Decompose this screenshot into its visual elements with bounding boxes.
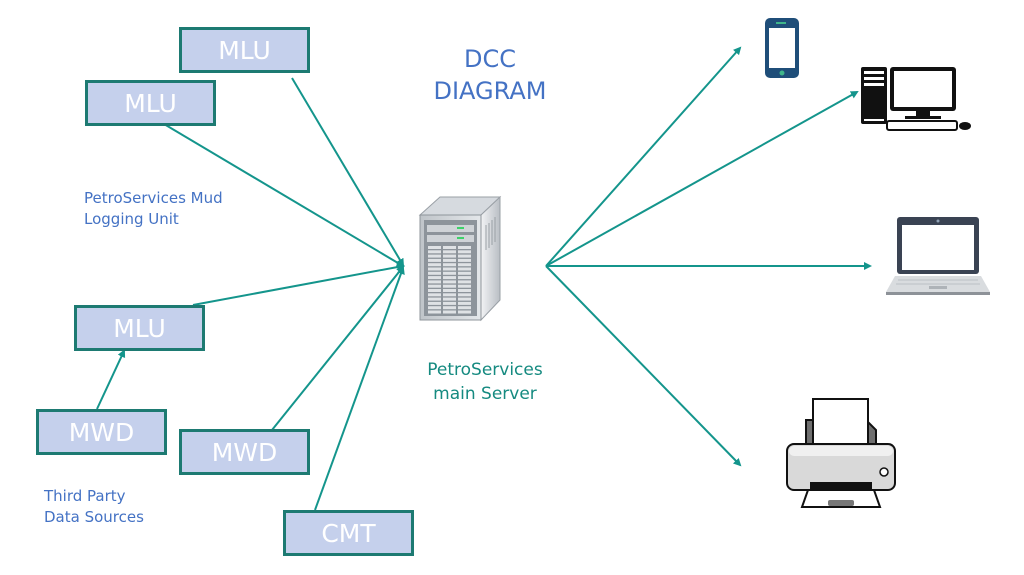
- node-label: MLU: [218, 35, 271, 65]
- printer-icon: [786, 398, 896, 508]
- smartphone-icon: [765, 18, 799, 78]
- node-label: CMT: [321, 518, 376, 548]
- drive-bay: [443, 289, 456, 292]
- drive-bay: [458, 258, 471, 262]
- drive-bay: [428, 254, 441, 258]
- drive-bay: [428, 263, 441, 267]
- drive-bay: [428, 258, 441, 262]
- source-node-mwd-1[interactable]: MWD: [36, 409, 167, 455]
- drive-bay: [428, 280, 441, 284]
- drive-bay: [443, 276, 456, 280]
- drive-bay: [428, 297, 441, 301]
- drive-bay: [443, 293, 456, 297]
- connector-mwd1-mlu3: [96, 349, 126, 410]
- drive-bay: [458, 297, 471, 301]
- source-node-mlu-1[interactable]: MLU: [179, 27, 310, 73]
- label-line-2: Logging Unit: [84, 210, 179, 228]
- drive-bay: [428, 246, 441, 249]
- drive-bay: [443, 310, 456, 314]
- drive-bay: [443, 263, 456, 267]
- drive-bay: [458, 293, 471, 297]
- drive-bay: [443, 267, 456, 271]
- connector-cmt-server: [314, 266, 405, 511]
- drive-bay: [458, 276, 471, 280]
- drive-bay: [458, 246, 471, 249]
- drive-bay: [458, 310, 471, 314]
- drive-bay: [443, 258, 456, 262]
- drive-bay: [458, 267, 471, 271]
- node-label: MLU: [124, 88, 177, 118]
- drive-bay: [428, 284, 441, 288]
- connector-mlu3-server: [192, 263, 405, 306]
- source-node-mlu-3[interactable]: MLU: [74, 305, 205, 351]
- drive-bay: [428, 289, 441, 292]
- server-icon: [418, 195, 502, 322]
- drive-bay: [443, 306, 456, 310]
- drive-bay: [443, 250, 456, 254]
- server-label-line-1: PetroServices: [427, 360, 543, 380]
- mud-logging-group-label: PetroServices Mud Logging Unit: [84, 188, 223, 230]
- drive-bay: [458, 271, 471, 275]
- drive-bay: [443, 297, 456, 301]
- label-line-2: Data Sources: [44, 508, 144, 526]
- third-party-group-label: Third Party Data Sources: [44, 486, 144, 528]
- drive-bay: [458, 254, 471, 258]
- drive-bay: [458, 280, 471, 284]
- drive-bay: [443, 254, 456, 258]
- server-label-line-2: main Server: [433, 384, 537, 404]
- drive-bay: [458, 306, 471, 310]
- drive-bay: [428, 293, 441, 297]
- source-node-cmt[interactable]: CMT: [283, 510, 414, 556]
- drive-bay: [428, 271, 441, 275]
- connector-server-printer: [545, 265, 742, 467]
- label-line-1: PetroServices Mud: [84, 189, 223, 207]
- label-line-1: Third Party: [44, 487, 126, 505]
- drive-bay: [458, 289, 471, 292]
- drive-bay: [428, 310, 441, 314]
- connector-server-phone: [545, 46, 742, 267]
- drive-bay: [458, 284, 471, 288]
- connector-server-desktop: [545, 91, 859, 267]
- node-label: MWD: [211, 437, 278, 467]
- source-node-mlu-2[interactable]: MLU: [85, 80, 216, 126]
- server-label: PetroServices main Server: [410, 358, 560, 406]
- drive-bay: [428, 250, 441, 254]
- drive-bay: [443, 246, 456, 249]
- title-line-1: DCC: [464, 45, 516, 73]
- connector-mwd2-server: [271, 265, 405, 431]
- title-line-2: DIAGRAM: [433, 77, 547, 105]
- diagram-title: DCC DIAGRAM: [425, 43, 555, 107]
- connector-mlu1-server: [291, 77, 405, 267]
- drive-bay: [443, 280, 456, 284]
- node-label: MWD: [68, 417, 135, 447]
- connector-mlu2-server: [163, 123, 405, 268]
- drive-bay: [428, 276, 441, 280]
- drive-bay: [428, 267, 441, 271]
- drive-bay: [443, 301, 456, 305]
- drive-bay: [443, 284, 456, 288]
- drive-bay: [458, 263, 471, 267]
- node-label: MLU: [113, 313, 166, 343]
- drive-bay: [458, 250, 471, 254]
- desktop-computer-icon: [861, 67, 971, 131]
- drive-bay: [443, 271, 456, 275]
- source-node-mwd-2[interactable]: MWD: [179, 429, 310, 475]
- drive-bay: [428, 306, 441, 310]
- laptop-icon: [886, 217, 990, 295]
- drive-bay: [428, 301, 441, 305]
- drive-bay: [458, 301, 471, 305]
